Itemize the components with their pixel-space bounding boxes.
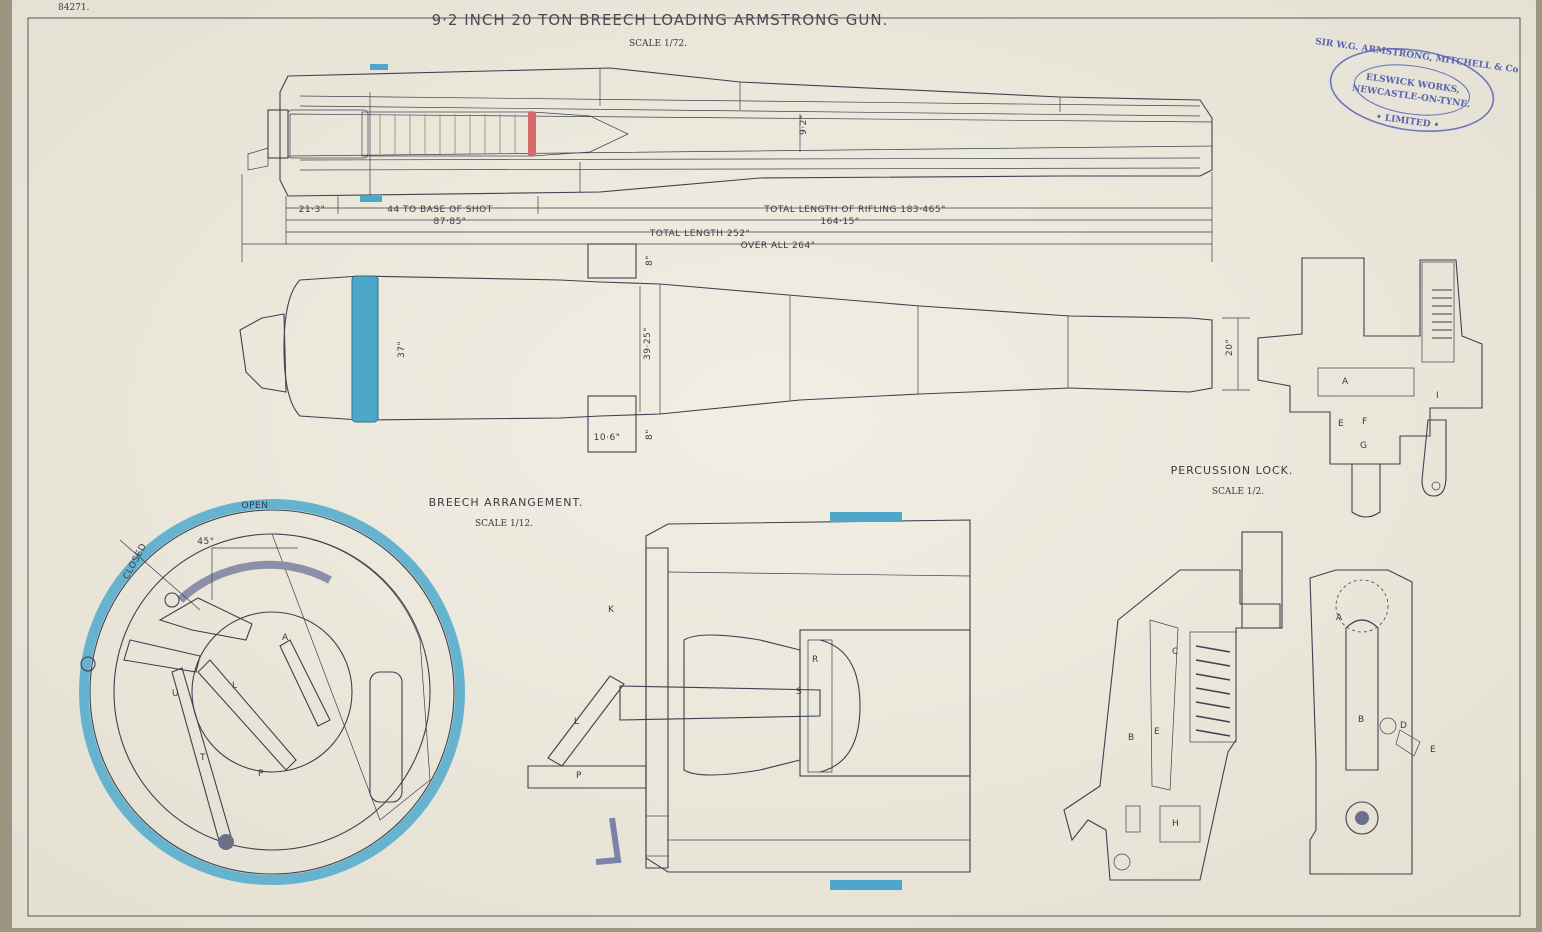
gun-exterior-body bbox=[283, 275, 1213, 421]
percussion-lock-section: A E F G I PERCUSSION LOCK. SCALE 1/2. bbox=[1171, 257, 1483, 518]
breech-section-letter-k: K bbox=[608, 605, 615, 615]
breech-section-blue-bottom bbox=[830, 880, 902, 890]
lock-body-section bbox=[1257, 257, 1483, 465]
lock-letter-i: I bbox=[1436, 391, 1439, 401]
breech-section-body bbox=[645, 519, 971, 873]
dim-chamber-length: 87·85" bbox=[434, 217, 467, 227]
dim-breech-diameter: 37" bbox=[397, 341, 407, 358]
breech-section-letter-l: L bbox=[574, 717, 580, 727]
lever-l-arm bbox=[547, 675, 625, 767]
breech-section-letter-p: P bbox=[576, 771, 582, 781]
dim-trunnion-diameter: 39·25" bbox=[643, 327, 653, 360]
lock-letter-f: F bbox=[1362, 417, 1368, 427]
dim-trunnion-top: 8" bbox=[645, 255, 655, 266]
lock-spring-housing bbox=[1421, 261, 1455, 363]
lock-side-letter-b: B bbox=[1128, 733, 1135, 743]
breech-link-arm bbox=[123, 639, 201, 673]
exterior-view: 37" 39·25" 20" 8" 8" 10·6" bbox=[239, 243, 1250, 453]
bore-diameter-label: 9·2" bbox=[799, 115, 809, 135]
breech-open-label: OPEN bbox=[242, 501, 269, 511]
lock-front-letter-e: E bbox=[1430, 745, 1436, 755]
breech-section-view: K R S L P bbox=[527, 512, 971, 890]
breech-carrier-plate bbox=[645, 547, 669, 869]
breech-end-letter-l: L bbox=[232, 681, 238, 691]
gun-section-body bbox=[279, 67, 1213, 197]
lock-side-body bbox=[1063, 569, 1281, 881]
section-dimension-lines bbox=[241, 172, 1213, 262]
percussion-lock-scale: SCALE 1/2. bbox=[1212, 487, 1264, 497]
breech-mechanism-exterior bbox=[239, 313, 287, 393]
lock-lever-i bbox=[1421, 419, 1447, 497]
dim-chase-length: 164·15" bbox=[820, 217, 859, 227]
driving-band bbox=[528, 112, 536, 156]
dim-trunnion-width: 10·6" bbox=[594, 433, 621, 443]
lock-letter-e: E bbox=[1338, 419, 1344, 429]
blue-hoop-ring bbox=[351, 275, 379, 423]
breech-arrangement-caption: BREECH ARRANGEMENT. bbox=[429, 496, 584, 509]
percussion-lock-caption: PERCUSSION LOCK. bbox=[1171, 464, 1294, 477]
dim-total-length: TOTAL LENGTH 252" bbox=[649, 229, 750, 239]
breech-section-blue-top bbox=[830, 512, 902, 522]
lever-p-bar bbox=[527, 765, 647, 789]
breech-end-letter-a: A bbox=[282, 633, 289, 643]
dim-to-base-of-shot: 44 TO BASE OF SHOT bbox=[387, 205, 493, 215]
lock-front-letter-b: B bbox=[1358, 715, 1365, 725]
lock-front-body bbox=[1309, 569, 1413, 875]
percussion-lock-front-view: A B D E bbox=[1309, 569, 1436, 875]
vent-spindle bbox=[619, 685, 821, 721]
lock-side-letter-h: H bbox=[1172, 819, 1179, 829]
sight-block-bottom bbox=[360, 196, 382, 202]
breech-section-letter-s: S bbox=[796, 687, 802, 697]
lock-letter-g: G bbox=[1360, 441, 1367, 451]
trunnion-bottom bbox=[587, 395, 637, 453]
dim-over-all: OVER ALL 264" bbox=[741, 241, 816, 251]
dim-muzzle-diameter: 20" bbox=[1225, 339, 1235, 356]
breech-end-letter-u: U bbox=[172, 689, 179, 699]
plate-number: 84271. bbox=[58, 3, 90, 13]
lock-side-letter-e: E bbox=[1154, 727, 1160, 737]
breech-block-centre bbox=[191, 611, 353, 773]
paper-sheet bbox=[12, 0, 1536, 928]
lock-front-letter-d: D bbox=[1400, 721, 1407, 731]
dim-breech-to-chamber: 21·3" bbox=[299, 205, 326, 215]
dim-rifling-length: TOTAL LENGTH OF RIFLING 183·465" bbox=[763, 205, 945, 215]
breech-screw-body bbox=[683, 634, 801, 776]
lock-front-letter-a: A bbox=[1336, 613, 1343, 623]
trunnion-top bbox=[587, 243, 637, 279]
breech-angle-label: 45° bbox=[197, 537, 214, 547]
lock-part-a bbox=[1317, 367, 1415, 397]
sight-block-top bbox=[370, 64, 388, 70]
breech-lever-handle bbox=[369, 671, 403, 803]
lock-side-letter-c: C bbox=[1172, 647, 1179, 657]
breech-outer-ring bbox=[79, 499, 465, 885]
percussion-lock-side-view: C B E H bbox=[1063, 531, 1283, 881]
section-view: 9·2" 21·3" 44 TO BASE OF SHOT TOTAL LENG… bbox=[241, 64, 1213, 262]
plate-border bbox=[27, 17, 1521, 917]
plate-title-scale: SCALE 1/72. bbox=[629, 39, 687, 49]
breech-screw-section bbox=[267, 109, 289, 159]
breech-arrangement-scale: SCALE 1/12. bbox=[475, 519, 533, 529]
breech-end-letter-t: T bbox=[199, 753, 206, 763]
plate-title: 9·2 INCH 20 TON BREECH LOADING ARMSTRONG… bbox=[432, 11, 889, 29]
lock-side-plunger bbox=[1241, 531, 1283, 629]
firing-pin-stem bbox=[1351, 463, 1381, 518]
lock-front-hammer bbox=[1345, 619, 1379, 771]
obturator-ring bbox=[807, 639, 833, 773]
breech-end-letter-p: P bbox=[258, 769, 264, 779]
breech-section-letter-r: R bbox=[812, 655, 819, 665]
shot-rings bbox=[379, 114, 516, 154]
lock-letter-a: A bbox=[1342, 377, 1349, 387]
gun-bore bbox=[289, 113, 1213, 157]
dim-trunnion-bottom: 8" bbox=[645, 429, 655, 440]
mushroom-head-s bbox=[819, 639, 861, 773]
